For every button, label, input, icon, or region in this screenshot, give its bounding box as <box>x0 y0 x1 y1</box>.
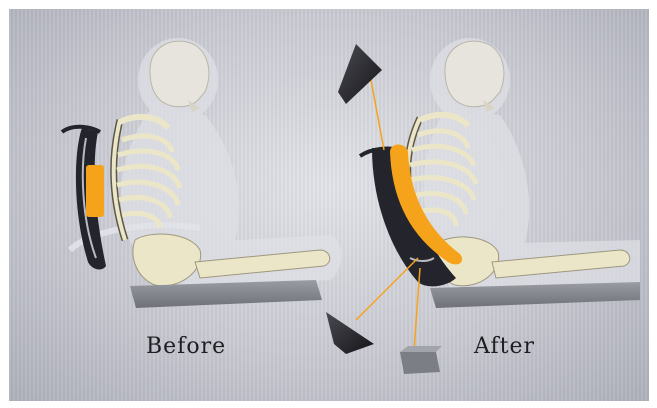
foam-wedge-top <box>338 44 382 104</box>
after-figure <box>360 38 640 308</box>
before-support-pad <box>86 165 104 217</box>
before-caption: Before <box>146 334 226 359</box>
foam-block <box>400 346 442 374</box>
after-caption: After <box>474 334 535 359</box>
before-figure <box>62 38 341 308</box>
foam-wedge-bottom <box>326 312 374 354</box>
